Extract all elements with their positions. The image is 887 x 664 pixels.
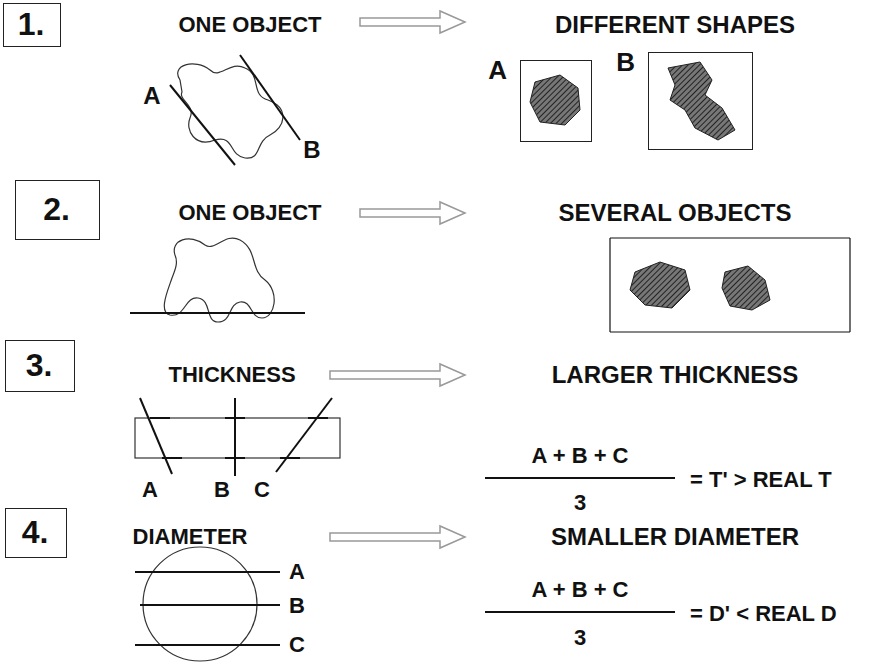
tick [162,457,182,459]
label-text: A [289,561,305,583]
label-text: = D' < REAL D [690,603,837,625]
section-shape [668,62,735,140]
hollow-arrow [330,364,465,386]
row-number: 4. [22,516,49,548]
number-box: 4. [5,508,67,558]
section-box: B [648,52,753,150]
frame [610,237,850,238]
section-line [234,398,236,476]
label-text: B [214,479,230,501]
section-line [135,571,280,573]
case-letter: B [616,49,635,75]
frame [609,238,610,332]
section-shape [530,75,580,125]
number-box: 1. [3,3,61,47]
hollow-arrow [360,202,465,224]
hollow-arrow [360,11,465,33]
tick [225,457,245,459]
layer-outline [135,418,340,458]
label-text: SMALLER DIAMETER [551,525,799,549]
frame [610,331,850,332]
frame [849,238,850,332]
hollow-arrow [330,526,465,548]
label-text: DIAMETER [133,526,248,548]
label-text: = T' > REAL T [690,469,832,491]
case-letter: A [488,57,507,83]
tick [308,417,328,419]
section-shape [722,266,770,310]
label-text: C [254,479,270,501]
section-shape [630,262,690,308]
section-line [140,604,280,606]
label-text: B [303,138,320,162]
label-text: ONE OBJECT [178,202,321,224]
label-text: THICKNESS [168,364,295,386]
label-text: A + B + C [532,579,629,601]
row-number: 1. [18,8,45,40]
section-line [276,398,332,472]
label-text: ONE OBJECT [178,14,321,36]
label-text: 3 [574,492,586,514]
label-text: A + B + C [532,445,629,467]
label-text: B [289,595,305,617]
number-box: 3. [5,340,75,392]
label-text: A [143,84,160,108]
label-text: A [142,479,158,501]
label-text: DIFFERENT SHAPES [555,13,795,37]
label-text: C [289,634,305,656]
section-line [135,644,280,646]
fraction-bar [485,477,675,479]
tick [150,417,170,419]
section-line [240,55,300,140]
number-box: 2. [15,180,100,240]
row-number: 3. [26,349,53,381]
section-line [170,85,235,165]
fraction-bar [485,611,675,613]
label-text: LARGER THICKNESS [552,363,799,387]
section-line [140,398,172,474]
tick [280,457,300,459]
section-line [130,312,305,314]
label-text: SEVERAL OBJECTS [559,201,792,225]
row-number: 2. [43,193,70,225]
object-outline [178,64,283,158]
object-outline [164,238,274,322]
label-text: 3 [574,627,586,649]
tick [225,417,245,419]
section-box: A [520,60,592,142]
